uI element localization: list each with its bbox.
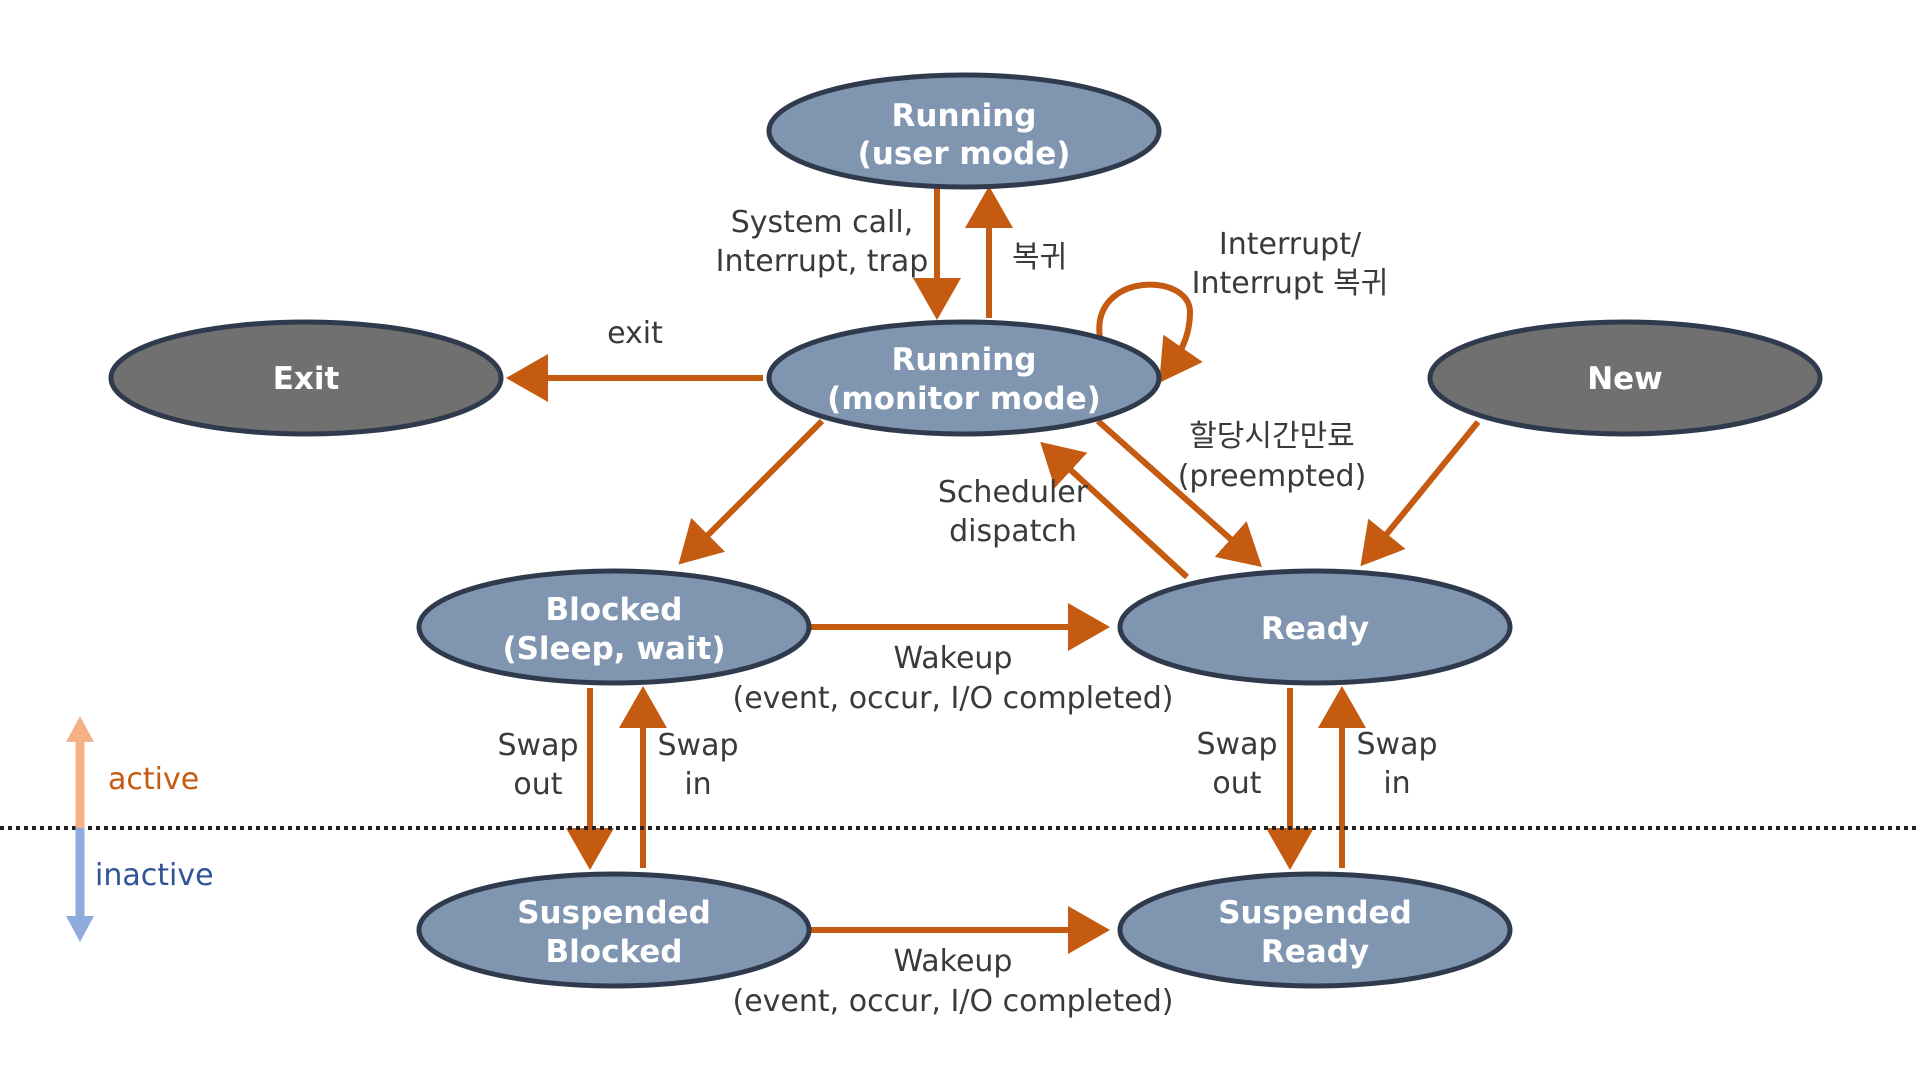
edge-ready-swap-out-label-line2: out: [1212, 766, 1261, 801]
edge-blocked-swap-in-label-line1: Swap: [657, 728, 738, 763]
edge-ready-swap-in-label-line2: in: [1383, 766, 1410, 801]
edge-dispatch-label-line1: Scheduler: [938, 475, 1089, 510]
node-suspended-ready: Suspended Ready: [1117, 871, 1513, 989]
legend-active-label: active: [108, 762, 199, 797]
edge-exit-label: exit: [607, 316, 663, 351]
edge-blocked-swap-out-label-line2: out: [513, 767, 562, 802]
node-blocked-line1: Blocked: [546, 592, 683, 628]
edge-admit-arrow: [1360, 420, 1481, 567]
edge-wakeup-label-line1: Wakeup: [894, 641, 1013, 676]
node-running-monitor-line2: (monitor mode): [827, 381, 1101, 417]
node-running-user-line2: (user mode): [858, 136, 1071, 172]
edge-blocked-swap-out-label-line1: Swap: [497, 728, 578, 763]
edge-syscall-label-line2: Interrupt, trap: [716, 244, 929, 279]
node-suspended-ready-line1: Suspended: [1218, 895, 1412, 931]
node-running-monitor-mode: Running (monitor mode): [766, 319, 1162, 437]
edge-dispatch-arrow: [1040, 441, 1190, 580]
edge-block-arrow: [678, 418, 825, 565]
inactive-arrow-icon: [66, 828, 94, 942]
edge-suspended-wakeup-label-line2: (event, occur, I/O completed): [733, 984, 1174, 1019]
node-suspended-blocked: Suspended Blocked: [416, 871, 812, 989]
edge-wakeup-label-line2: (event, occur, I/O completed): [733, 681, 1174, 716]
node-exit: Exit: [108, 319, 504, 437]
node-blocked: Blocked (Sleep, wait): [416, 568, 812, 686]
node-suspended-blocked-line2: Blocked: [546, 934, 683, 970]
edges: [506, 186, 1481, 954]
nodes: Running (user mode) Running (monitor mod…: [108, 72, 1823, 989]
edge-preempted-label-line2: (preempted): [1178, 459, 1367, 494]
node-suspended-blocked-line1: Suspended: [517, 895, 711, 931]
edge-labels: System call, Interrupt, trap 복귀 Interrup…: [497, 205, 1437, 1019]
node-new: New: [1427, 319, 1823, 437]
node-suspended-ready-line2: Ready: [1261, 934, 1369, 970]
node-running-user-mode: Running (user mode): [766, 72, 1162, 190]
edge-ready-swap-in-label-line1: Swap: [1356, 727, 1437, 762]
edge-interrupt-self-loop: [1096, 281, 1203, 383]
node-new-label: New: [1587, 361, 1663, 397]
node-running-monitor-line1: Running: [892, 342, 1037, 378]
active-arrow-icon: [66, 716, 94, 828]
edge-syscall-label-line1: System call,: [731, 205, 914, 240]
node-blocked-line2: (Sleep, wait): [502, 631, 725, 667]
node-ready: Ready: [1117, 568, 1513, 686]
node-running-user-line1: Running: [892, 98, 1037, 134]
edge-interrupt-self-label-line1: Interrupt/: [1219, 227, 1362, 262]
node-exit-label: Exit: [273, 361, 340, 397]
node-ready-label: Ready: [1261, 611, 1369, 647]
legend: active inactive: [66, 716, 214, 942]
edge-interrupt-self-label-line2: Interrupt 복귀: [1192, 266, 1389, 301]
edge-blocked-swap-in-label-line2: in: [684, 767, 711, 802]
edge-preempted-label-line1: 할당시간만료: [1189, 419, 1355, 454]
edge-ready-swap-out-label-line1: Swap: [1196, 727, 1277, 762]
edge-return-user-label: 복귀: [1012, 240, 1067, 275]
legend-inactive-label: inactive: [95, 858, 214, 893]
edge-preempted-arrow: [1096, 418, 1262, 567]
edge-suspended-wakeup-label-line1: Wakeup: [894, 944, 1013, 979]
edge-dispatch-label-line2: dispatch: [949, 514, 1077, 549]
